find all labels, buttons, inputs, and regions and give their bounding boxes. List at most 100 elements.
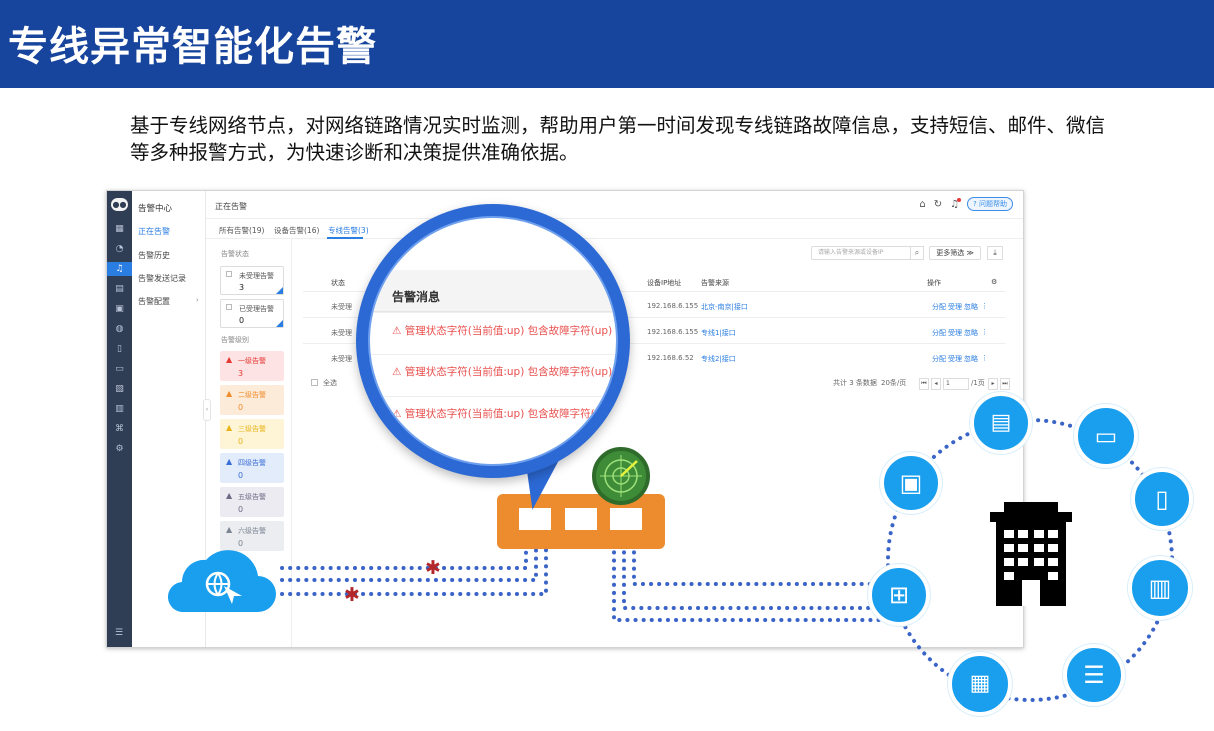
first-page-icon[interactable]: ⏮ — [919, 378, 929, 390]
select-all-checkbox[interactable] — [311, 379, 318, 386]
th-ops: 操作 — [927, 279, 941, 287]
accept-link[interactable]: 受理 — [948, 303, 962, 311]
link-router-lower — [612, 518, 882, 622]
more-filter-button[interactable]: 更多筛选 ≫ — [929, 246, 981, 260]
handled-filter[interactable]: 已受理告警 0 — [220, 299, 284, 328]
more-filter-label: 更多筛选 — [936, 249, 965, 257]
level-triangle-icon: ▲ — [226, 457, 233, 466]
desktop-icon: ▣ — [880, 452, 942, 514]
unhandled-filter[interactable]: 未受理告警 3 — [220, 266, 284, 295]
row-source-link[interactable]: 专线2|接口 — [701, 355, 736, 363]
row-status: 未受理 — [331, 355, 352, 363]
level-triangle-icon: ▲ — [226, 491, 233, 500]
settings-icon[interactable]: ⚙ — [115, 444, 124, 454]
level-triangle-icon: ▲ — [226, 355, 233, 364]
sidebar-title: 告警中心 — [138, 204, 173, 214]
sidebar-item-current[interactable]: 正在告警 — [138, 227, 170, 236]
assign-link[interactable]: 分配 — [932, 329, 946, 337]
alarm-table: 请输入告警来源或设备IP ⌕ 更多筛选 ≫ ⤓ 状态 设备IP地址 告警来源 操… — [303, 246, 1023, 401]
checkbox[interactable] — [226, 304, 232, 310]
level-count: 0 — [238, 471, 244, 480]
bell-icon[interactable]: ♫ — [107, 262, 132, 276]
magnifier-callout: 告警消息 ⚠ 管理状态字符(当前值:up) 包含故障字符(up) ⚠ 管理状态字… — [356, 204, 630, 478]
row-status: 未受理 — [331, 329, 352, 337]
tab-all-alarms[interactable]: 所有告警(19) — [219, 226, 265, 235]
sidebar-item-send-records[interactable]: 告警发送记录 — [138, 274, 186, 283]
ignore-link[interactable]: 忽略 — [964, 355, 978, 363]
row-source-link[interactable]: 专线1|接口 — [701, 329, 736, 337]
help-label: 问题帮助 — [979, 200, 1007, 208]
monitor-icon[interactable]: ▣ — [115, 304, 124, 314]
checkbox[interactable] — [226, 271, 232, 277]
warning-icon: ⚠ — [392, 325, 402, 337]
bar-chart-icon[interactable]: ▥ — [115, 404, 124, 414]
tab-line-alarms[interactable]: 专线告警(3) — [328, 226, 369, 235]
alarm-message: ⚠ 管理状态字符(当前值:up) 包含故障字符(up) — [392, 406, 612, 421]
radar-icon — [592, 447, 650, 505]
search-icon[interactable]: ⌕ — [910, 246, 924, 260]
document-icon[interactable]: ▯ — [117, 344, 122, 354]
page-total: /1页 — [971, 379, 985, 387]
more-icon[interactable]: ⋮ — [981, 328, 988, 336]
refresh-icon[interactable]: ↻ — [933, 198, 943, 210]
prev-page-icon[interactable]: ◂ — [931, 378, 941, 390]
select-all-label: 全选 — [323, 379, 337, 387]
tab-device-alarms[interactable]: 设备告警(16) — [274, 226, 320, 235]
row-source-link[interactable]: 北京-南京|接口 — [701, 303, 748, 311]
filter-count: 0 — [239, 316, 245, 325]
ignore-link[interactable]: 忽略 — [964, 329, 978, 337]
total-count: 共计 3 条数据 — [833, 379, 877, 387]
notification-bell-icon[interactable]: ♫ — [950, 197, 962, 210]
column-settings-icon[interactable]: ⚙ — [991, 278, 998, 286]
page-input[interactable]: 1 — [943, 378, 969, 390]
assign-link[interactable]: 分配 — [932, 355, 946, 363]
more-icon[interactable]: ⋮ — [981, 354, 988, 362]
home-icon[interactable]: ⌂ — [919, 198, 926, 210]
switch-device — [497, 494, 665, 549]
last-page-icon[interactable]: ⏭ — [1000, 378, 1010, 390]
page-title: 专线异常智能化告警 — [8, 24, 377, 70]
bug-icon: ✱ — [344, 584, 360, 606]
link-cloud-upper — [280, 520, 528, 570]
server-client-icon: ▤ — [970, 392, 1032, 454]
assign-link[interactable]: 分配 — [932, 303, 946, 311]
dashboard-icon[interactable]: ▦ — [115, 224, 124, 234]
globe-icon[interactable]: ◍ — [115, 324, 124, 334]
ignore-link[interactable]: 忽略 — [964, 303, 978, 311]
more-icon[interactable]: ⋮ — [981, 302, 988, 310]
bug-icon: ✱ — [425, 557, 441, 579]
next-page-icon[interactable]: ▸ — [988, 378, 998, 390]
topology-icon[interactable]: ⌘ — [115, 424, 124, 434]
server-rack-icon: ▥ — [1128, 556, 1192, 620]
pie-chart-icon[interactable]: ◔ — [115, 244, 124, 254]
accept-link[interactable]: 受理 — [948, 355, 962, 363]
report-icon[interactable]: ▧ — [115, 384, 124, 394]
download-icon[interactable]: ⤓ — [987, 246, 1003, 260]
level-count: 0 — [238, 403, 244, 412]
icon-rail: ●● ▦ ◔ ♫ ▤ ▣ ◍ ▯ ▭ ▧ ▥ ⌘ ⚙ ☰ — [107, 191, 132, 647]
sidebar-item-history[interactable]: 告警历史 — [138, 251, 170, 260]
collapse-handle[interactable]: ‹ — [203, 399, 211, 421]
screen-icon[interactable]: ▭ — [115, 364, 124, 374]
alarm-message-text: 管理状态字符(当前值:up) 包含故障字符(up) — [404, 366, 613, 378]
server-tower-icon: ▯ — [1131, 468, 1193, 530]
accept-link[interactable]: 受理 — [948, 329, 962, 337]
page-size-select[interactable]: 20条/页 — [881, 379, 907, 387]
list-icon[interactable]: ▤ — [115, 284, 124, 294]
sidebar-item-config[interactable]: 告警配置 — [138, 297, 170, 306]
menu-icon[interactable]: ☰ — [115, 628, 124, 638]
owl-logo-icon: ●● — [111, 198, 128, 211]
selected-corner — [276, 320, 283, 327]
active-tab-indicator — [327, 237, 363, 239]
help-button[interactable]: ? 问题帮助 — [967, 197, 1013, 211]
